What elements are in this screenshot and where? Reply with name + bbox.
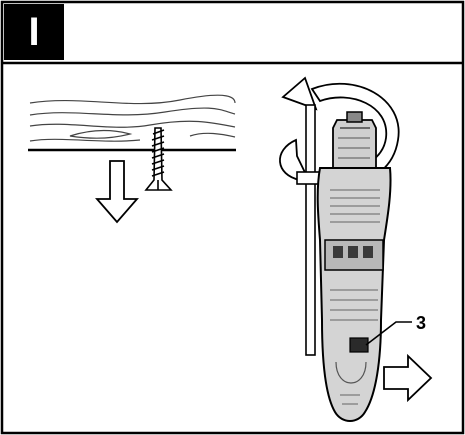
panel-label: I: [4, 4, 64, 60]
right-arrow-icon: [383, 353, 433, 403]
callout-leader: [365, 321, 412, 346]
callout-label-3: 3: [416, 313, 427, 333]
down-arrow-icon: [95, 160, 139, 224]
drill-icon: [296, 104, 392, 422]
wood-board: [29, 94, 236, 142]
screw-icon: [144, 127, 173, 191]
